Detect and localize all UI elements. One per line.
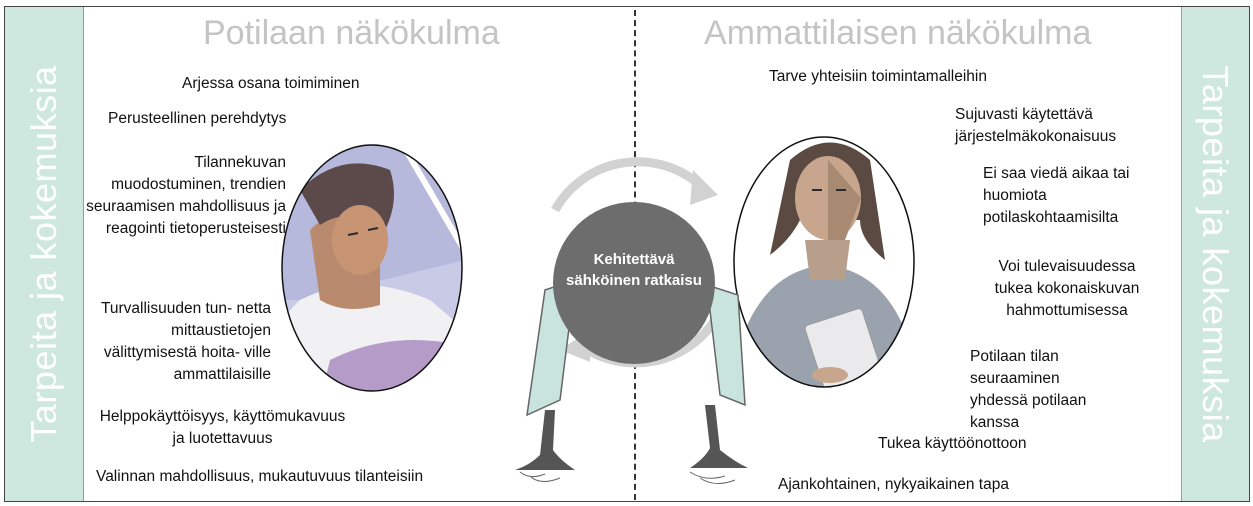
right-item-3: Ei saa viedä aikaa tai huomiota potilask… bbox=[983, 163, 1158, 229]
center-label: Kehitettävä sähköinen ratkaisu bbox=[564, 249, 704, 291]
right-item-7: Ajankohtainen, nykyaikainen tapa bbox=[778, 474, 1009, 496]
right-item-6: Tukea käyttöönottoon bbox=[878, 433, 1027, 455]
left-item-6: Valinnan mahdollisuus, mukautuvuus tilan… bbox=[96, 466, 423, 488]
nurse-illustration bbox=[730, 135, 920, 402]
left-item-2: Perusteellinen perehdytys bbox=[108, 108, 286, 130]
right-item-5: Potilaan tilan seuraaminen yhdessä potil… bbox=[970, 346, 1115, 434]
right-item-4: Voi tulevaisuudessa tukea kokonaiskuvan … bbox=[982, 256, 1152, 322]
right-heading: Ammattilaisen näkökulma bbox=[704, 14, 1091, 53]
arrow-head-top bbox=[690, 170, 718, 205]
right-item-1: Tarve yhteisiin toimintamalleihin bbox=[769, 66, 987, 88]
patient-illustration bbox=[280, 140, 470, 400]
right-item-2: Sujuvasti käytettävä järjestelmäkokonais… bbox=[955, 104, 1145, 148]
left-item-1: Arjessa osana toimiminen bbox=[182, 73, 359, 95]
left-item-5: Helppokäyttöisyys, käyttömukavuus ja luo… bbox=[95, 406, 350, 450]
left-item-3: Tilannekuvan muodostuminen, trendien seu… bbox=[80, 152, 286, 240]
left-heading: Potilaan näkökulma bbox=[203, 14, 500, 53]
left-item-4: Turvallisuuden tun- netta mittaustietoje… bbox=[80, 298, 271, 386]
